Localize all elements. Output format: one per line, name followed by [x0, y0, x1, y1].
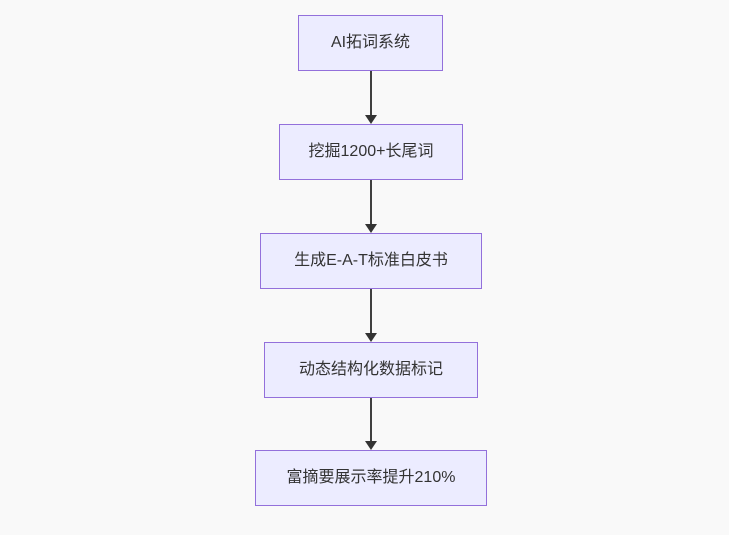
- node-label: 动态结构化数据标记: [298, 361, 443, 378]
- arrowhead-icon: [365, 115, 377, 124]
- flowchart-node-eat-whitepaper: 生成E-A-T标准白皮书: [260, 233, 482, 289]
- arrow-shaft: [370, 398, 372, 441]
- arrow-shaft: [370, 289, 372, 333]
- flowchart-node-structured-data-markup: 动态结构化数据标记: [264, 342, 478, 398]
- flowchart-node-longtail-mining: 挖掘1200+长尾词: [279, 124, 463, 180]
- arrowhead-icon: [365, 333, 377, 342]
- arrow-shaft: [370, 71, 372, 115]
- arrowhead-icon: [365, 441, 377, 450]
- flowchart-node-ai-keyword-system: AI拓词系统: [298, 15, 443, 71]
- flow-arrow-down-icon: [365, 180, 377, 233]
- flowchart-node-rich-snippet-result: 富摘要展示率提升210%: [255, 450, 487, 506]
- flow-arrow-down-icon: [365, 398, 377, 450]
- arrow-shaft: [370, 180, 372, 224]
- node-label: 富摘要展示率提升210%: [286, 469, 456, 486]
- flow-arrow-down-icon: [365, 289, 377, 342]
- node-label: 生成E-A-T标准白皮书: [294, 252, 448, 269]
- flow-arrow-down-icon: [365, 71, 377, 124]
- arrowhead-icon: [365, 224, 377, 233]
- node-label: 挖掘1200+长尾词: [308, 143, 434, 160]
- node-label: AI拓词系统: [330, 34, 411, 51]
